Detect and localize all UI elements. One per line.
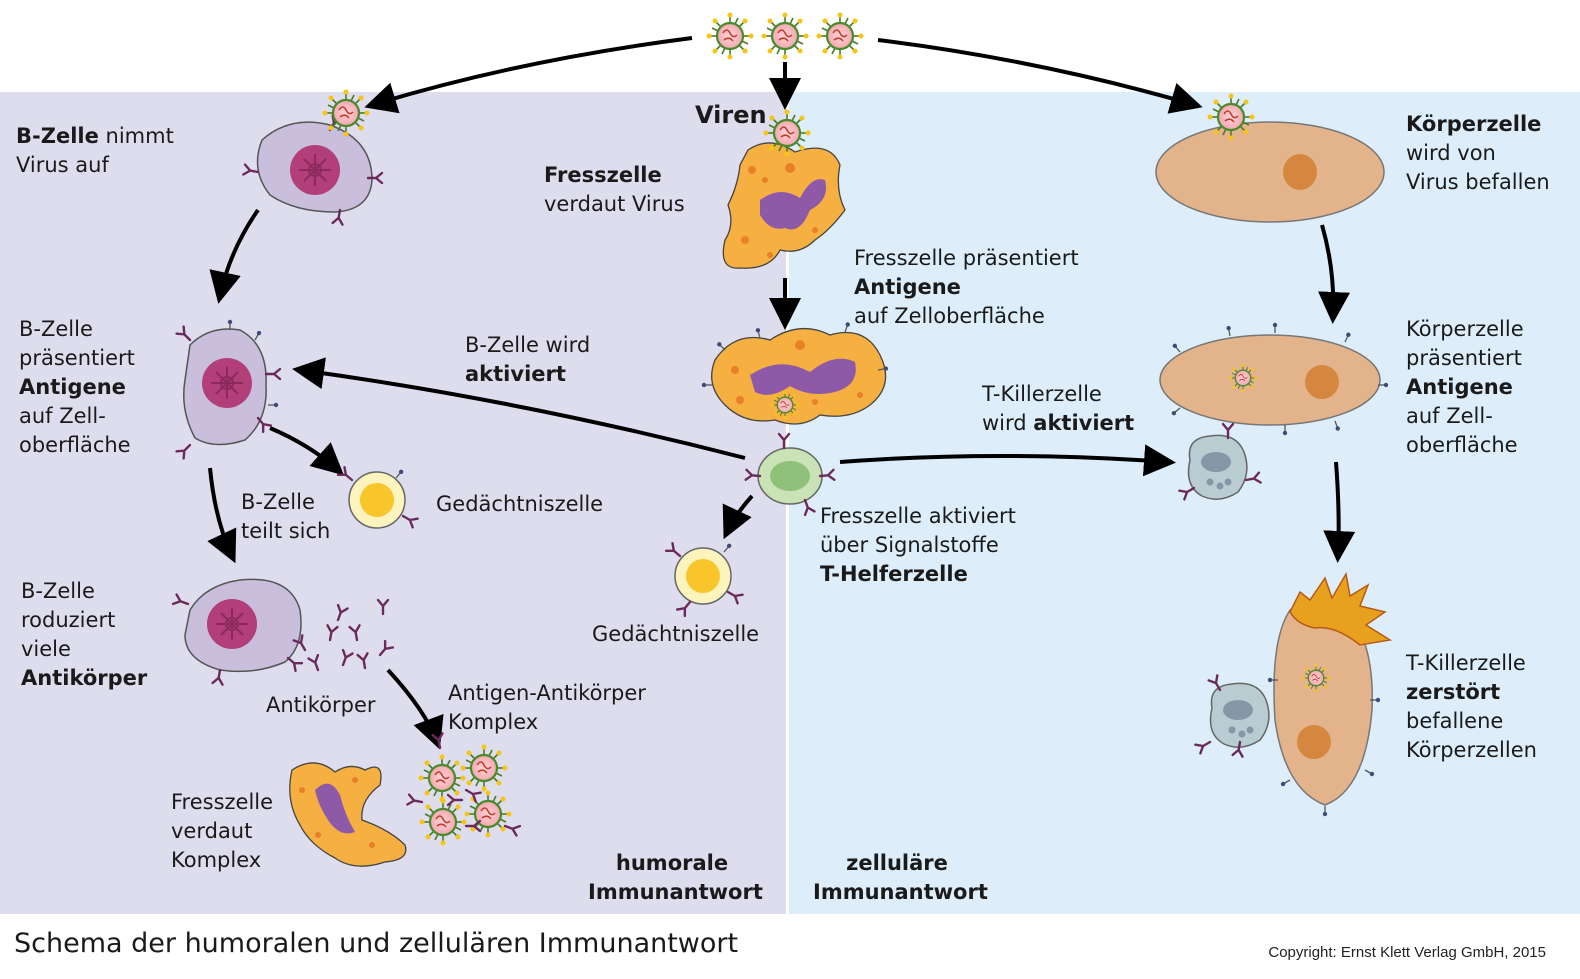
virus-icon (762, 108, 812, 158)
phagocyte-presenting (701, 321, 890, 425)
label-bcell-activated: B-Zelle wird aktiviert (465, 333, 591, 386)
label-humoral: humorale Immunantwort (588, 851, 763, 904)
label-bcell-produces: B-Zelle roduziert viele Antikörper (21, 579, 148, 690)
bcell-takes-virus (242, 88, 384, 226)
virus-icon (321, 88, 371, 138)
virus-icon (760, 11, 810, 61)
label-bodycell-presents: Körperzelle präsentiert Antigene auf Zel… (1406, 317, 1524, 457)
label-bcell-divides: B-Zelle teilt sich (241, 490, 331, 543)
arrow-bodycell-down (1318, 224, 1351, 324)
bodycell-infected (1155, 92, 1385, 223)
arrow-helper-to-memory (722, 494, 754, 540)
bodycell-presenting (1159, 322, 1389, 436)
copyright-notice: Copyright: Ernst Klett Verlag GmbH, 2015 (1268, 944, 1546, 961)
label-memory-cell-center: Gedächtniszelle (592, 622, 760, 646)
label-viren: Viren (695, 101, 767, 129)
label-memory-cell-left: Gedächtniszelle (436, 492, 604, 516)
label-bcell-takes-virus: B-Zelle nimmt Virus auf (16, 124, 174, 177)
label-bcell-presents: B-Zelle präsentiert Antigene auf Zell- o… (19, 317, 135, 457)
arrow-bodycell-to-killed (1323, 461, 1356, 563)
phagocyte-digesting-complex (289, 762, 407, 867)
figure-caption: Schema der humoralen und zellulären Immu… (14, 928, 739, 959)
arrow-helper-to-bcell (292, 357, 746, 460)
arrow-bcell-to-memory (269, 426, 344, 476)
label-killer-activated: T-Killerzelle wird aktiviert (982, 382, 1135, 435)
label-killer-destroys: T-Killerzelle zerstört befallene Körperz… (1406, 651, 1537, 762)
virus-icon (1206, 92, 1256, 142)
label-bodycell-infected: Körperzelle wird von Virus befallen (1406, 112, 1550, 194)
label-phagocyte-complex: Fresszelle verdaut Komplex (171, 790, 274, 872)
label-antibodies: Antikörper (266, 693, 376, 717)
label-phagocyte-presents: Fresszelle präsentiert Antigene auf Zell… (854, 246, 1079, 328)
virus-icon (815, 11, 865, 61)
cellular-panel (789, 92, 1580, 914)
arrow-helper-to-killer (839, 444, 1176, 477)
phagocyte-digesting (722, 108, 846, 269)
arrow-virus-to-bcell (364, 36, 693, 114)
arrow-virus-to-bodycell (877, 38, 1203, 114)
killer-destroying-bodycell (1194, 571, 1393, 817)
bcell-presenting (175, 319, 282, 460)
arrow-bcell-divides (207, 467, 237, 564)
t-helper-cell (744, 432, 836, 517)
label-cellular: zelluläre Immunantwort (813, 851, 988, 904)
bcell-producing (171, 578, 304, 686)
arrow-bcell-down (209, 208, 260, 304)
label-phagocyte-digests: Fresszelle verdaut Virus (544, 163, 685, 216)
virus-icon (705, 11, 755, 61)
label-helper-activation: Fresszelle aktiviert über Signalstoffe T… (820, 504, 1016, 586)
label-complex: Antigen-Antikörper Komplex (448, 681, 646, 734)
